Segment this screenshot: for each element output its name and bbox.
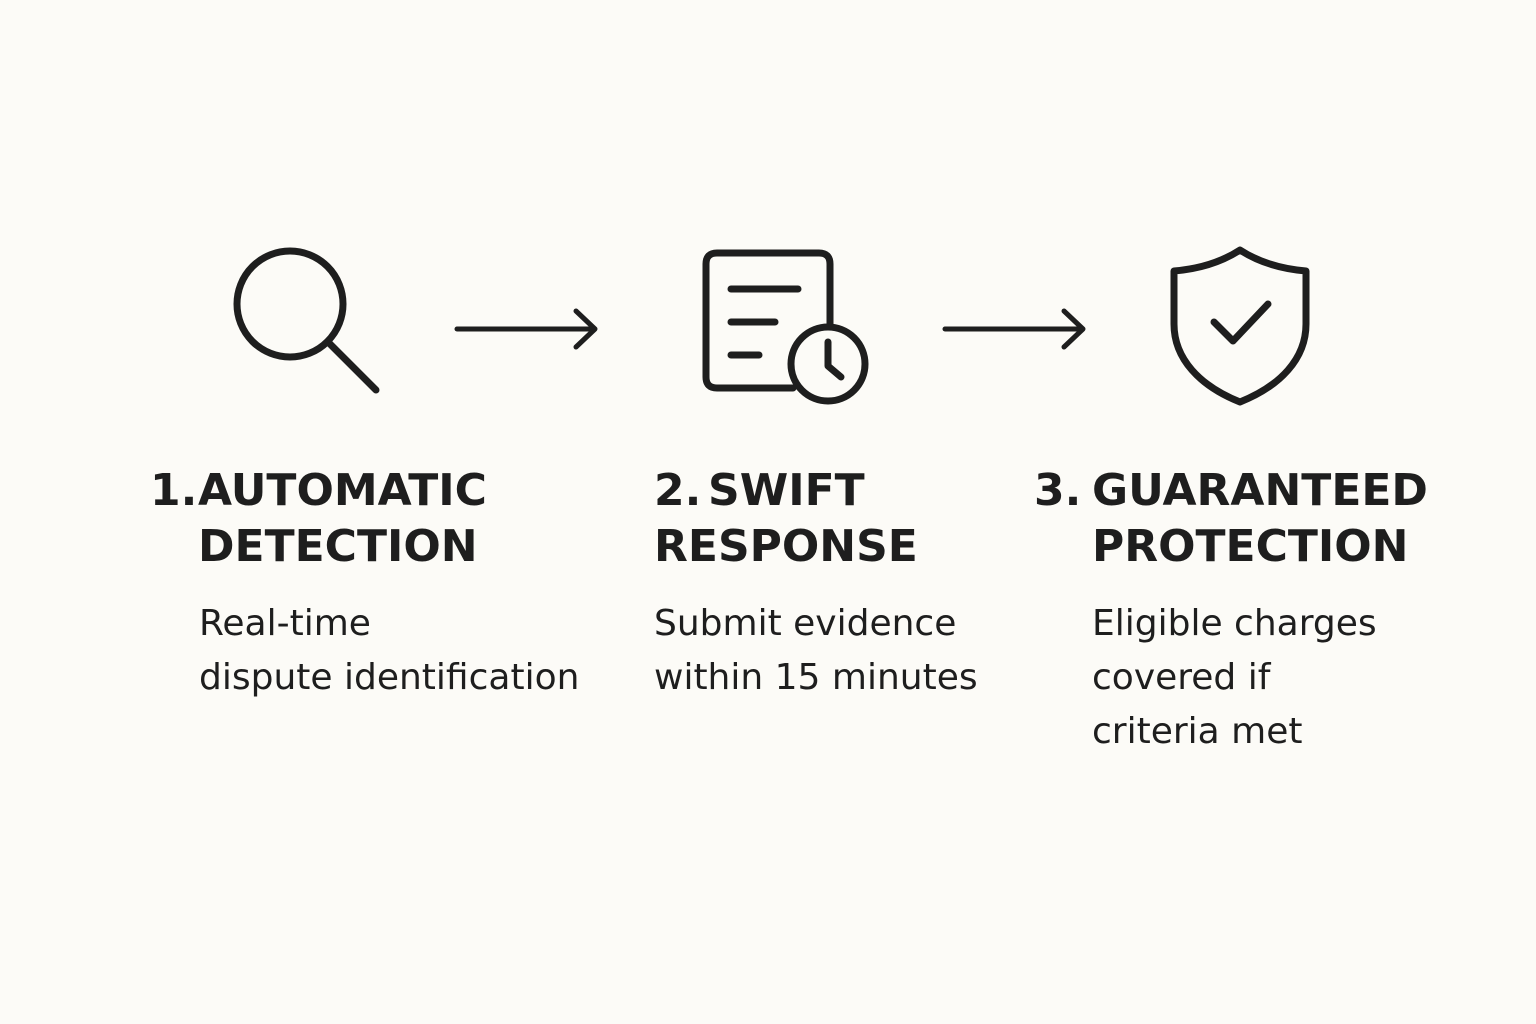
- step-2-title-line-2: RESPONSE: [654, 521, 918, 572]
- arrow-right-icon: [942, 308, 1086, 350]
- step-2-description-line-2: within 15 minutes: [654, 657, 978, 698]
- step-3-title-line-2: PROTECTION: [1092, 521, 1409, 572]
- step-1-title: AUTOMATIC DETECTION: [198, 463, 487, 575]
- step-2-heading: 2. SWIFT: [654, 463, 865, 519]
- step-1-title-line-1: AUTOMATIC: [198, 465, 487, 516]
- step-3-number: 3.: [1034, 465, 1082, 516]
- shield-check-icon: [1170, 246, 1310, 406]
- step-3-description-line-3: criteria met: [1092, 711, 1303, 752]
- step-3-description-line-1: Eligible charges: [1092, 603, 1377, 644]
- step-1-description-line-2: dispute identification: [199, 657, 580, 698]
- step-3-title: GUARANTEED PROTECTION: [1092, 463, 1428, 575]
- step-2-description: Submit evidence within 15 minutes: [654, 597, 978, 705]
- step-3-description-line-2: covered if: [1092, 657, 1271, 698]
- step-3-description: Eligible charges covered if criteria met: [1092, 597, 1377, 759]
- document-clock-icon: [702, 249, 869, 405]
- step-2-title: SWIFT: [708, 463, 865, 519]
- step-2-number: 2.: [654, 465, 702, 516]
- step-1-number: 1.: [150, 465, 198, 516]
- step-2-title-line-1: SWIFT: [708, 465, 865, 516]
- step-3-title-line-1: GUARANTEED: [1092, 465, 1428, 516]
- step-2-heading-line-2: RESPONSE: [654, 519, 918, 575]
- step-1-title-line-2: DETECTION: [198, 521, 478, 572]
- step-3-heading: 3. GUARANTEED PROTECTION: [1034, 463, 1428, 575]
- step-1-heading: 1. AUTOMATIC DETECTION: [150, 463, 487, 575]
- search-icon: [233, 247, 380, 394]
- step-1-description: Real-time dispute identification: [199, 597, 579, 705]
- step-1-description-line-1: Real-time: [199, 603, 371, 644]
- arrow-right-icon: [454, 308, 598, 350]
- step-2-description-line-1: Submit evidence: [654, 603, 957, 644]
